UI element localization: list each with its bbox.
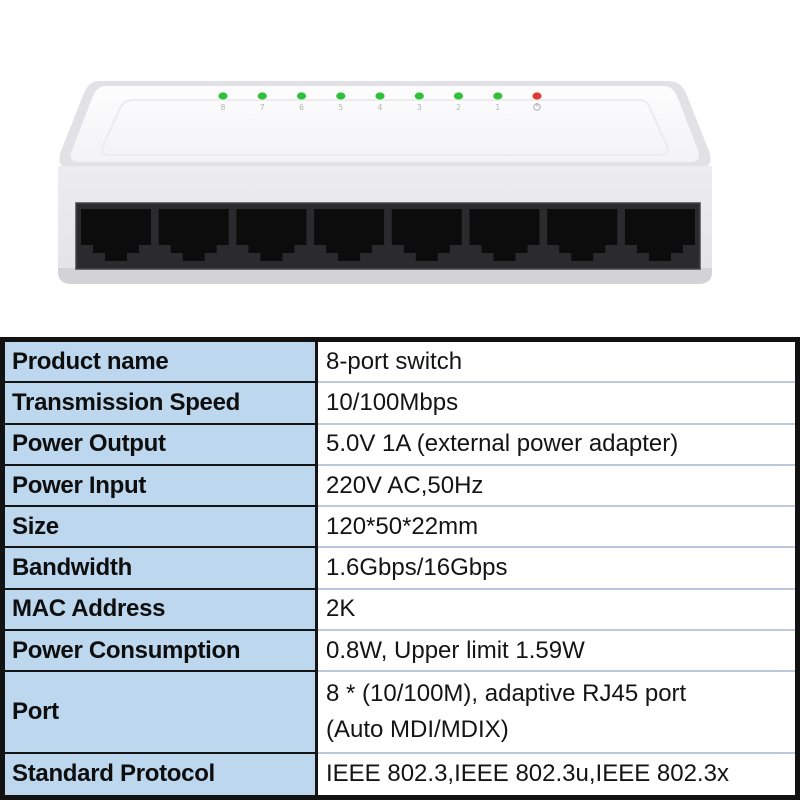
led-port-3: 3 [414, 92, 424, 112]
product-image: 8 7 6 5 4 3 2 [0, 0, 800, 340]
table-row: Power Input 220V AC,50Hz [5, 465, 795, 508]
power-led [532, 92, 542, 111]
spec-value: 120*50*22mm [318, 507, 795, 549]
spec-value: 0.8W, Upper limit 1.59W [318, 631, 795, 673]
led-port-6: 6 [296, 92, 307, 112]
status-leds: 8 7 6 5 4 3 2 [218, 92, 542, 112]
switch-top-groove [100, 99, 670, 156]
spec-label: MAC Address [5, 589, 318, 632]
spec-value: 2K [318, 590, 795, 632]
spec-label: Size [5, 507, 318, 549]
svg-text:1: 1 [495, 103, 500, 112]
switch-illustration: 8 7 6 5 4 3 2 [58, 81, 712, 284]
spec-label: Transmission Speed [5, 383, 318, 425]
switch-top-face [70, 86, 700, 162]
table-row: Power Consumption 0.8W, Upper limit 1.59… [5, 631, 795, 673]
switch-base [58, 268, 712, 284]
svg-text:5: 5 [338, 103, 343, 112]
spec-value: 1.6Gbps/16Gbps [318, 548, 795, 590]
spec-value: 8-port switch [318, 342, 795, 384]
svg-text:4: 4 [378, 103, 383, 112]
led-port-5: 5 [336, 92, 346, 112]
spec-value: 5.0V 1A (external power adapter) [318, 425, 795, 466]
led-port-8: 8 [218, 92, 228, 112]
svg-text:7: 7 [260, 103, 265, 112]
table-row: Product name 8-port switch [5, 342, 795, 384]
led-port-1: 1 [493, 92, 503, 112]
power-icon [533, 102, 541, 111]
table-row: Bandwidth 1.6Gbps/16Gbps [5, 548, 795, 590]
spec-label: Port [5, 672, 318, 754]
led-port-2: 2 [453, 92, 464, 112]
table-row: MAC Address 2K [5, 589, 795, 632]
svg-text:8: 8 [221, 103, 226, 112]
table-row: Power Output 5.0V 1A (external power ada… [5, 424, 795, 466]
spec-label: Power Input [5, 465, 318, 508]
table-row: Transmission Speed 10/100Mbps [5, 383, 795, 425]
table-row: Size 120*50*22mm [5, 507, 795, 549]
svg-text:2: 2 [456, 103, 461, 112]
spec-label: Product name [5, 342, 318, 384]
spec-value: 220V AC,50Hz [318, 466, 795, 508]
spec-label: Bandwidth [5, 548, 318, 590]
spec-value: 8 * (10/100M), adaptive RJ45 port (Auto … [318, 672, 795, 754]
svg-text:3: 3 [417, 103, 422, 112]
spec-value: 10/100Mbps [318, 383, 795, 425]
svg-text:6: 6 [299, 103, 304, 112]
spec-table: Product name 8-port switch Transmission … [0, 337, 800, 800]
table-row: Port 8 * (10/100M), adaptive RJ45 port (… [5, 672, 795, 754]
led-port-4: 4 [375, 92, 385, 112]
spec-label: Power Output [5, 424, 318, 466]
table-row: Standard Protocol IEEE 802.3,IEEE 802.3u… [5, 753, 795, 796]
spec-label: Standard Protocol [5, 753, 318, 796]
led-port-7: 7 [257, 92, 267, 112]
spec-value: IEEE 802.3,IEEE 802.3u,IEEE 802.3x [326, 760, 729, 788]
spec-label: Power Consumption [5, 631, 318, 673]
